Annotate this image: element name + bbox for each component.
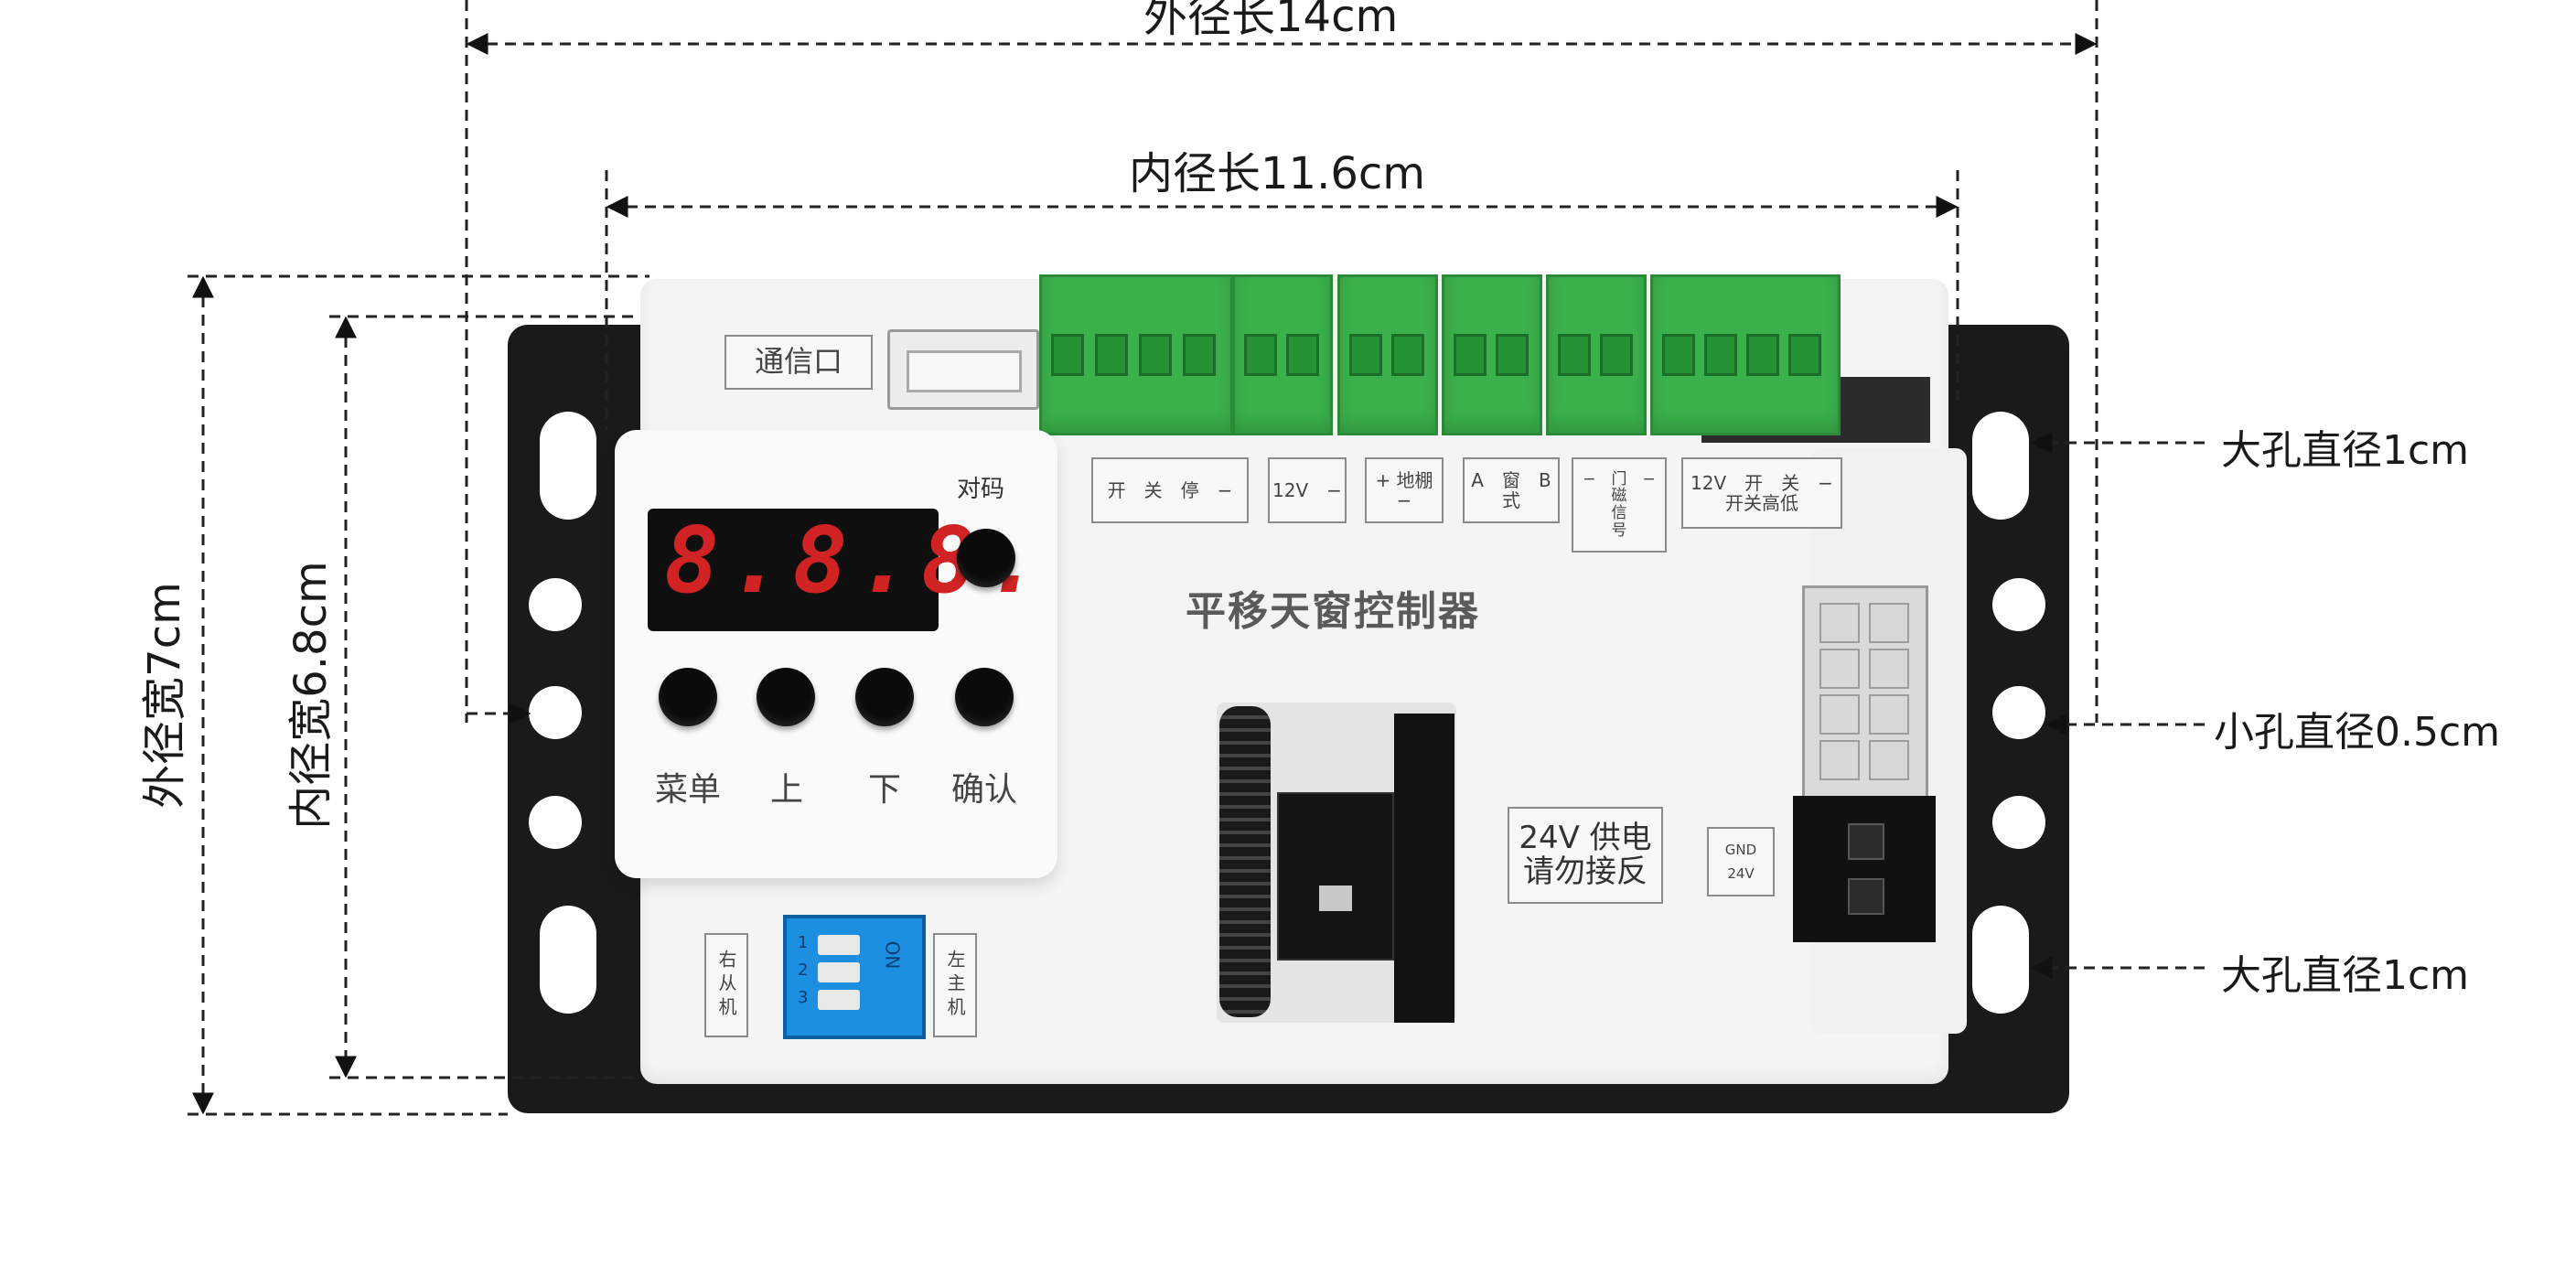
board-title: 平移天窗控制器: [1186, 588, 1480, 635]
inner-width-label: 内径宽6.8cm: [285, 561, 337, 830]
small-hole-left-2: [529, 686, 582, 739]
terminal-label-3: + 地棚 −: [1365, 457, 1444, 523]
menu-button-label: 菜单: [654, 771, 721, 809]
dip-num-3: 3: [798, 988, 809, 1007]
seven-segment-display: 8.8.8.: [648, 507, 1040, 631]
small-hole-left-1: [529, 578, 582, 631]
small-hole-right-2: [1992, 686, 2045, 739]
up-button-label: 上: [769, 771, 803, 809]
dip-num-1: 1: [798, 933, 809, 952]
down-button[interactable]: [855, 668, 914, 726]
dip-left-label: 右从机: [704, 933, 748, 1037]
terminal-block-1[interactable]: [1039, 274, 1233, 435]
terminal-label-1: 开 关 停 −: [1091, 457, 1249, 523]
gnd-label: GND: [1724, 841, 1757, 858]
pair-code-label: 对码: [957, 476, 1005, 503]
24v-label: 24V: [1727, 865, 1755, 882]
down-button-label: 下: [867, 771, 901, 809]
comm-port-connector[interactable]: [887, 329, 1039, 410]
dip-num-2: 2: [798, 961, 809, 980]
large-hole-right-top: [1972, 412, 2029, 520]
dip-switch[interactable]: ON 1 2 3: [783, 915, 926, 1039]
terminal-block-4[interactable]: [1442, 274, 1542, 435]
terminal-label-2: 12V −: [1268, 457, 1347, 523]
terminal-block-3[interactable]: [1337, 274, 1438, 435]
large-hole-left-top: [540, 412, 596, 520]
dip-right-label: 左主机: [933, 933, 977, 1037]
terminal-block-2[interactable]: [1232, 274, 1333, 435]
antenna-coil: [1219, 706, 1271, 1017]
outer-width-label: 外径宽7cm: [139, 582, 190, 809]
power-connector-8pin[interactable]: [1802, 585, 1928, 800]
small-hole-right-3: [1992, 796, 2045, 849]
rf-module-board: [1277, 792, 1394, 961]
small-hole-label: 小孔直径0.5cm: [2214, 709, 2501, 756]
small-hole-right-1: [1992, 578, 2045, 631]
up-button[interactable]: [757, 668, 815, 726]
power-pin-label: GND 24V: [1707, 827, 1775, 896]
front-panel: [615, 430, 1057, 878]
terminal-block-5[interactable]: [1546, 274, 1647, 435]
confirm-button[interactable]: [955, 668, 1014, 726]
small-hole-left-3: [529, 796, 582, 849]
large-hole-bottom-label: 大孔直径1cm: [2221, 952, 2470, 999]
terminal-block-6[interactable]: [1650, 274, 1841, 435]
confirm-button-label: 确认: [950, 771, 1017, 809]
large-hole-left-bottom: [540, 906, 596, 1014]
menu-button[interactable]: [659, 668, 717, 726]
pair-code-button[interactable]: [957, 529, 1015, 587]
outer-length-label: 外径长14cm: [1143, 0, 1399, 42]
terminal-label-5: − 门 − 磁 信 号: [1572, 457, 1667, 553]
terminal-label-6: 12V 开 关 − 开关高低: [1681, 457, 1842, 529]
comm-port-label: 通信口: [724, 335, 873, 390]
power-connector-2pin[interactable]: [1793, 796, 1936, 942]
large-hole-right-bottom: [1972, 906, 2029, 1014]
large-hole-top-label: 大孔直径1cm: [2221, 427, 2470, 474]
power-warning-label: 24V 供电 请勿接反: [1508, 807, 1663, 904]
terminal-label-4: A 窗 B 式: [1463, 457, 1560, 523]
pin-header: [1394, 714, 1454, 1023]
inner-length-label: 内径长11.6cm: [1129, 148, 1426, 199]
